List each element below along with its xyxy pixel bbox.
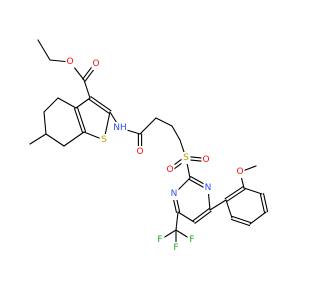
atom-label-background	[187, 234, 197, 246]
bond-layer	[29, 39, 269, 249]
atom-label-background	[65, 56, 75, 68]
single-bond	[43, 97, 59, 113]
double-bond	[231, 215, 252, 224]
double-bond	[226, 188, 246, 202]
atom-label-n-pyrimidine-2: N	[171, 189, 178, 199]
single-bond	[243, 187, 263, 195]
single-bond	[225, 199, 233, 219]
atom-label-o-sulfonyl-2: O	[166, 165, 173, 175]
single-bond	[43, 111, 47, 135]
double-bond	[194, 210, 212, 224]
atom-label-background	[135, 146, 145, 158]
double-bond	[73, 107, 84, 134]
atom-label-o-ester-ether: O	[66, 57, 73, 67]
atom-label-f-2: F	[189, 235, 194, 245]
double-bond	[192, 208, 210, 222]
single-bond	[175, 211, 179, 231]
single-bond	[37, 39, 51, 61]
single-bond	[209, 199, 227, 211]
atom-label-background	[155, 234, 165, 246]
single-bond	[155, 117, 173, 127]
atom-label-background	[171, 242, 181, 254]
atom-label-background	[165, 164, 175, 176]
single-bond	[139, 117, 157, 135]
atom-label-o-ester-carbonyl: O	[92, 59, 99, 69]
double-bond	[88, 98, 110, 114]
atom-label-n-amide: NH	[113, 123, 127, 133]
single-bond	[171, 125, 181, 141]
atom-label-o-sulfonyl-1: O	[202, 155, 209, 165]
double-bond	[76, 106, 87, 133]
double-bond	[259, 193, 265, 213]
atom-label-background	[112, 122, 128, 134]
atom-label-n-pyrimidine-1: N	[205, 183, 212, 193]
atom-label-background	[181, 152, 191, 164]
double-bond	[90, 96, 112, 112]
atom-label-s-sulfonyl: S	[183, 153, 189, 163]
atom-label-background	[169, 188, 179, 200]
atom-label-s-thiophene: S	[101, 135, 107, 145]
single-bond	[249, 211, 267, 225]
atom-label-background	[235, 166, 245, 178]
single-bond	[45, 133, 65, 147]
single-bond	[177, 211, 195, 223]
double-bond	[263, 193, 269, 213]
single-bond	[83, 79, 91, 99]
atom-label-f-3: F	[173, 243, 178, 253]
single-bond	[63, 131, 85, 147]
double-bond	[230, 218, 251, 227]
atom-label-o-methoxy: O	[236, 167, 243, 177]
single-bond	[57, 97, 77, 109]
atom-label-background	[91, 58, 101, 70]
atom-label-o-amide: O	[136, 147, 143, 157]
single-bond	[29, 133, 47, 145]
atom-label-background	[203, 182, 213, 194]
atom-label-f-1: F	[157, 235, 162, 245]
double-bond	[224, 186, 244, 200]
atom-label-background	[201, 154, 211, 166]
single-bond	[75, 97, 91, 109]
atom-label-background	[99, 134, 109, 146]
